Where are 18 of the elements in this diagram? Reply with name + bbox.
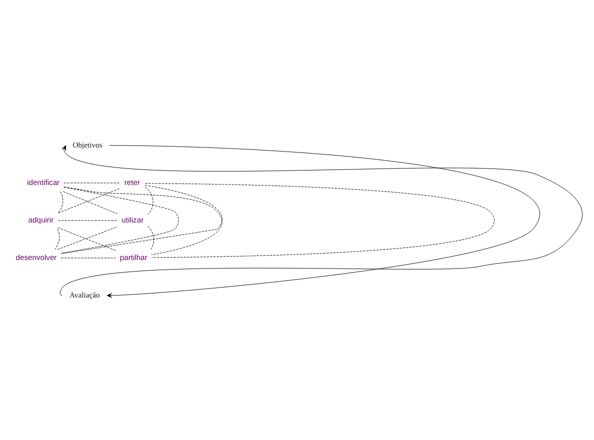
connector xyxy=(144,186,154,214)
connector xyxy=(58,190,64,213)
connector xyxy=(60,186,179,254)
node-text: partilhar xyxy=(120,252,148,262)
connector xyxy=(62,190,118,214)
connector xyxy=(58,188,120,213)
connector xyxy=(144,182,494,258)
node-text: Objetivos xyxy=(72,140,102,149)
node-text: Avaliação xyxy=(70,290,100,299)
node-text: utilizar xyxy=(122,214,144,224)
node-text: desenvolver xyxy=(16,252,57,262)
node-text: identificar xyxy=(27,177,60,186)
node-text: adquirir xyxy=(28,214,54,224)
arrow xyxy=(106,144,540,298)
connector xyxy=(54,228,60,250)
arrow xyxy=(60,144,582,296)
node-text: reter xyxy=(124,177,140,186)
connector xyxy=(148,226,154,250)
